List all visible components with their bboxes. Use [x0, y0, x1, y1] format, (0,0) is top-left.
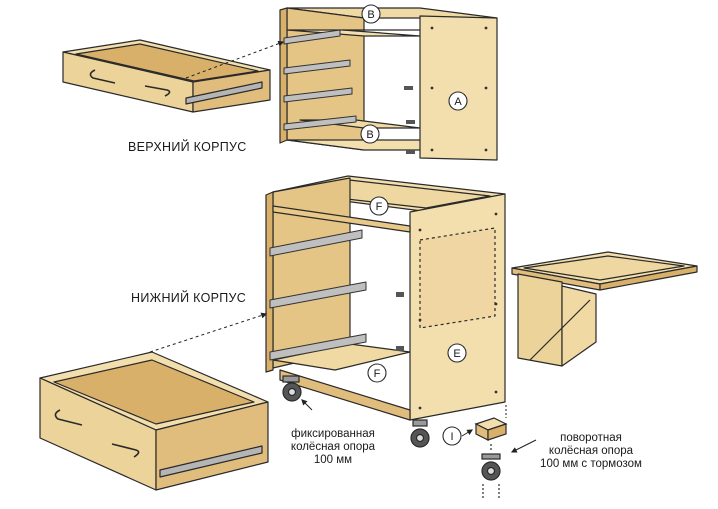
part-markers	[360, 4, 468, 446]
lower-cabinet-label: НИЖНИЙ КОРПУС	[131, 291, 247, 305]
swivel-caster-line2: колёсная опора	[548, 445, 634, 457]
fixed-caster	[282, 375, 302, 402]
swivel-caster-caption: поворотная колёсная опора 100 мм с тормо…	[516, 432, 666, 471]
fixed-caster-line1: фиксированная	[291, 428, 375, 440]
marker-e-text: E	[453, 348, 460, 360]
swivel-caster-line1: поворотная	[560, 432, 622, 444]
marker-f-bottom-text: F	[374, 368, 381, 380]
swivel-caster-exploded	[474, 417, 508, 500]
fixed-caster-line2: колёсная опора	[290, 441, 376, 453]
marker-b-top	[361, 4, 381, 24]
marker-f-top-text: F	[376, 201, 383, 213]
marker-i-text: I	[450, 431, 453, 443]
marker-f-bottom	[367, 363, 387, 383]
upper-cabinet-label: ВЕРХНИЙ КОРПУС	[128, 140, 247, 154]
fixed-caster-caption: фиксированная колёсная опора 100 мм	[268, 428, 398, 467]
marker-b-bottom-text: B	[366, 129, 373, 141]
marker-f-top	[369, 196, 389, 216]
upper-drawer	[62, 39, 271, 113]
marker-e	[447, 343, 467, 363]
lower-drawer	[39, 351, 269, 491]
swivel-caster-line3: 100 мм с тормозом	[540, 458, 642, 470]
marker-b-top-text: B	[367, 9, 374, 21]
lower-cabinet	[265, 175, 506, 421]
marker-i	[442, 426, 462, 446]
folding-shelf	[511, 251, 698, 367]
marker-b-bottom	[360, 124, 380, 144]
fixed-caster-line3: 100 мм	[313, 454, 353, 466]
marker-a	[448, 91, 468, 111]
upper-cabinet	[279, 7, 498, 161]
rear-caster	[410, 419, 430, 448]
marker-a-text: A	[454, 96, 462, 108]
